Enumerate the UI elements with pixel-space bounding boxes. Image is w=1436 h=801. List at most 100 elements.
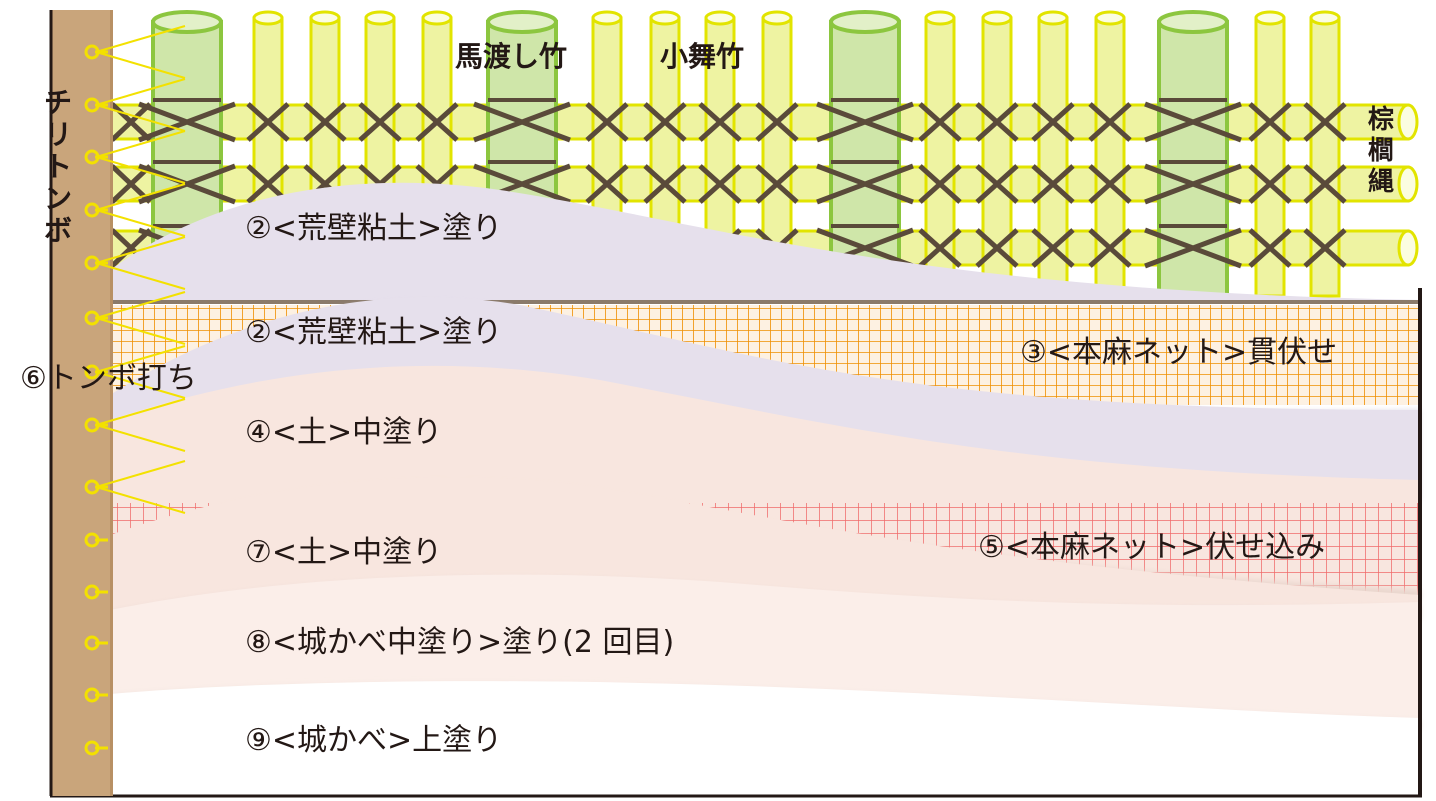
rope-cross [138,101,236,143]
tonbo-string [95,130,186,184]
madake-bamboo-top [486,10,558,34]
rope-cross [816,163,914,205]
rope-cross [643,102,687,142]
rope-cross [755,164,799,204]
label-naka-tsuchi-4: ④<土>中塗り [245,415,442,450]
rope-cross [1248,102,1292,142]
tonbo-string [95,398,186,452]
komai-bamboo-top [309,10,341,26]
rope-cross [918,102,962,142]
komai-bamboo-top [252,10,284,26]
label-net-fusekomi: ⑤<本麻ネット>伏せ込み [978,530,1325,565]
label-komaidake: 小舞竹 [660,40,744,73]
tonbo-ring [84,364,100,380]
label-naka-tsuchi-7: ⑦<土>中塗り [245,535,442,570]
tonbo-string [95,291,186,345]
rope-cross [918,228,962,268]
komai-bamboo-top [1094,10,1126,26]
tonbo-ring [84,44,100,60]
label-tonbo-uchi: ⑥トンボ打ち [20,361,197,396]
tonbo-string [95,460,186,514]
rope-cross [816,101,914,143]
horizontal-bamboo-end [1397,103,1419,141]
komai-bamboo-top [761,10,793,26]
rope-cross [1088,164,1132,204]
rope-cross [755,102,799,142]
rope-cross [1031,228,1075,268]
rope-cross [698,102,742,142]
rope-cross [303,102,347,142]
rope-cross [975,164,1019,204]
label-net-nukifuse: ③<本麻ネット>貫伏せ [1020,335,1337,370]
label-madake: 馬渡し竹 [455,40,567,73]
rope-cross [415,102,459,142]
madake-bamboo-top [1157,10,1229,34]
label-chiritonbo: チリトンボ [44,86,72,247]
rope-cross [1144,101,1242,143]
madake-bamboo-top [829,10,901,34]
rope-cross [585,102,629,142]
rope-cross [110,102,152,142]
label-shuro: 棕櫚縄 [1368,104,1394,197]
komai-bamboo-top [364,10,396,26]
komai-bamboo-top [1254,10,1286,26]
arakabe-layer-top [110,182,1420,300]
rope-cross [1303,228,1347,268]
rope-cross [138,163,236,205]
komai-bamboo-top [649,10,681,26]
label-shirokabe-naka: ⑧<城かべ中塗り>塗り(2 回目) [245,625,674,660]
label-arakabe-top: ②<荒壁粘土>塗り [245,211,502,246]
komai-bamboo-top [981,10,1013,26]
komai-bamboo-top [1037,10,1069,26]
tonbo-ring [84,149,100,165]
rope-cross [975,102,1019,142]
chiritonbo-post [52,10,110,796]
rope-cross [1303,164,1347,204]
tonbo-ring [84,740,100,756]
tonbo-ring [84,255,100,271]
tonbo-ring [84,97,100,113]
tonbo-string [95,183,186,237]
rope-cross [585,164,629,204]
rope-cross [1144,227,1242,269]
label-shirokabe-ue: ⑨<城かべ>上塗り [245,723,502,758]
tonbo-string [95,25,186,79]
tonbo-ring [84,202,100,218]
rope-cross [1248,164,1292,204]
rope-cross [473,101,571,143]
rope-cross [1303,102,1347,142]
komai-bamboo-top [1309,10,1341,26]
rope-cross [1088,102,1132,142]
tonbo-ring [84,479,100,495]
tonbo-string [95,236,186,290]
rope-cross [246,102,290,142]
rope-cross [1088,228,1132,268]
tonbo-ring [84,635,100,651]
tonbo-nails-layer [84,25,186,756]
tonbo-string [95,78,186,132]
tonbo-ring [84,532,100,548]
rope-cross [358,102,402,142]
rope-cross [1031,164,1075,204]
komai-bamboo-top [924,10,956,26]
rope-cross [918,164,962,204]
rope-cross [1248,228,1292,268]
rope-cross [1031,102,1075,142]
tonbo-ring [84,584,100,600]
madake-bamboo-top [151,10,223,34]
komai-bamboo-top [591,10,623,26]
shirokabe-ue-layer [110,681,1420,795]
rope-cross [975,228,1019,268]
label-arakabe: ②<荒壁粘土>塗り [245,315,502,350]
horizontal-bamboo-end [1397,165,1419,203]
komai-bamboo-top [704,10,736,26]
tonbo-ring [84,417,100,433]
tonbo-ring [84,310,100,326]
tonbo-ring [84,687,100,703]
horizontal-bamboo-end [1397,229,1419,267]
rope-cross [643,164,687,204]
tonbo-string [95,345,186,399]
komai-bamboo [1309,16,1341,298]
komai-bamboo-top [421,10,453,26]
